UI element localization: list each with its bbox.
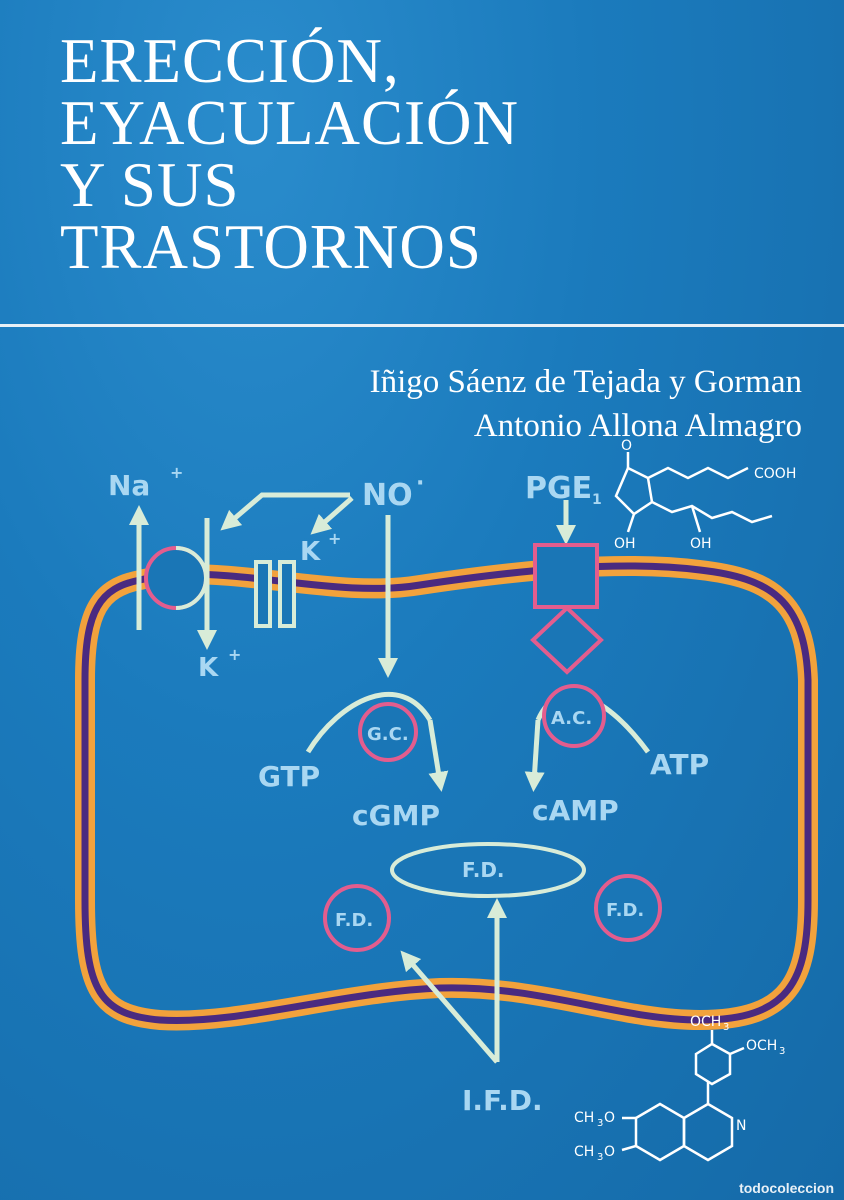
chem-ch3o-a-sub: 3 [597, 1118, 603, 1129]
label-k-top: K [300, 537, 321, 567]
authors: Iñigo Sáenz de Tejada y Gorman Antonio A… [370, 360, 802, 448]
chem-och3-a-sub: 3 [723, 1022, 729, 1033]
title-line-3: Y SUS [60, 150, 240, 220]
chem-och3-b: OCH [746, 1038, 777, 1054]
label-camp: cAMP [532, 794, 619, 827]
chem-cooh: COOH [754, 466, 796, 482]
pde-right-ring [594, 874, 662, 942]
title-line-2: EYACULACIÓN [60, 88, 519, 158]
chem-oh-2: OH [690, 536, 712, 552]
label-no: NO [362, 478, 413, 513]
label-atp: ATP [650, 748, 709, 781]
label-cgmp: cGMP [352, 799, 440, 832]
label-fd-center: F.D. [462, 858, 505, 882]
pde-ellipse [390, 842, 586, 898]
no-pathway-arrows [220, 492, 398, 678]
label-na-sup: + [170, 463, 183, 482]
label-ifd: I.F.D. [462, 1084, 543, 1117]
label-fd-left: F.D. [335, 910, 373, 931]
label-fd-right: F.D. [606, 900, 644, 921]
ion-exchanger [129, 505, 217, 650]
chem-ch3o-b: CH [574, 1144, 594, 1160]
label-na: Na [108, 469, 150, 502]
chem-och3-a: OCH [690, 1014, 721, 1030]
guanylate-cyclase [305, 691, 449, 792]
pde-left-ring [323, 884, 391, 952]
label-k-top-sup: + [328, 529, 341, 548]
chem-n: N [736, 1118, 746, 1134]
label-gtp: GTP [258, 760, 320, 793]
chem-ch3o-a: CH [574, 1110, 594, 1126]
adenylate-cyclase [524, 684, 651, 792]
chem-o: O [621, 438, 632, 454]
chem-oh-1: OH [614, 536, 636, 552]
cell-membrane [75, 555, 818, 1031]
ifd-structure [621, 1030, 745, 1162]
pge-receptor [530, 500, 604, 675]
label-no-sup: · [416, 471, 424, 496]
book-title: ERECCIÓN, EYACULACIÓN Y SUS TRASTORNOS [60, 26, 519, 282]
chem-ch3o-b-sub: 3 [597, 1152, 603, 1163]
author-1: Iñigo Sáenz de Tejada y Gorman [369, 364, 802, 400]
author-2: Antonio Allona Almagro [473, 408, 802, 444]
potassium-channel [254, 560, 296, 628]
label-ac: A.C. [551, 708, 592, 729]
chem-ch3o-a-end: O [604, 1110, 615, 1126]
title-divider [0, 324, 844, 327]
ifd-arrows [400, 898, 507, 1064]
watermark-logo: todocoleccion [739, 1180, 834, 1196]
chem-och3-b-sub: 3 [779, 1046, 785, 1057]
label-pge: PGE [525, 471, 592, 506]
chem-ch3o-b-end: O [604, 1144, 615, 1160]
label-pge-sub: 1 [592, 492, 602, 508]
label-gc: G.C. [367, 724, 409, 745]
pge1-structure [614, 452, 773, 533]
label-k-bottom-sup: + [228, 645, 241, 664]
title-line-1: ERECCIÓN, [60, 26, 400, 96]
label-k-bottom: K [198, 653, 219, 683]
title-line-4: TRASTORNOS [60, 212, 482, 282]
